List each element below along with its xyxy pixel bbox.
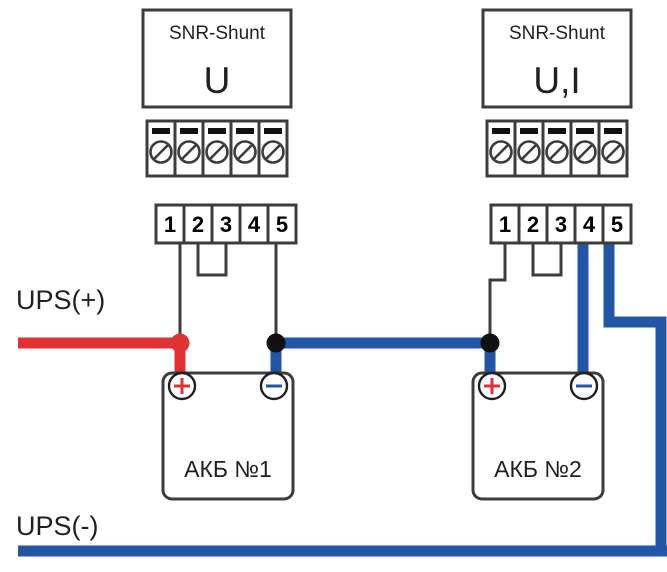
ups-positive-label: UPS(+) bbox=[16, 285, 105, 315]
battery-2-plus-terminal[interactable] bbox=[477, 371, 507, 401]
ups-positive-wire bbox=[18, 337, 186, 378]
junction-dot-ups-positive bbox=[170, 333, 190, 353]
battery-2-label: АКБ №2 bbox=[494, 456, 582, 482]
shunt-right-mode: U,I bbox=[533, 60, 580, 101]
shunt-left-mode: U bbox=[204, 60, 231, 101]
screw-head-icon[interactable] bbox=[601, 140, 625, 164]
shunt-right-terminal-2: 2 bbox=[527, 212, 539, 237]
screw-dash bbox=[208, 128, 226, 134]
screw-head-icon[interactable] bbox=[205, 140, 229, 164]
screw-dash bbox=[492, 128, 510, 134]
shunt-right-terminal5-wire bbox=[603, 243, 667, 551]
screw-head-icon[interactable] bbox=[233, 140, 257, 164]
shunt-right-terminal-3: 3 bbox=[555, 212, 567, 237]
screw-dash bbox=[180, 128, 198, 134]
battery-series-link-wire bbox=[270, 337, 496, 378]
shunt-right[interactable]: SNR-Shunt U,I bbox=[481, 8, 633, 109]
battery-2-minus-terminal[interactable] bbox=[569, 371, 599, 401]
screw-head-icon[interactable] bbox=[149, 140, 173, 164]
battery-2[interactable]: АКБ №2 bbox=[471, 371, 605, 501]
shunt-left[interactable]: SNR-Shunt U bbox=[141, 8, 293, 109]
screw-dash bbox=[576, 128, 594, 134]
battery-2-body bbox=[471, 371, 605, 501]
screw-head-icon[interactable] bbox=[489, 140, 513, 164]
screw-head-icon[interactable] bbox=[261, 140, 285, 164]
shunt-right-terminal1-signal-wire bbox=[488, 243, 507, 343]
screw-dash bbox=[604, 128, 622, 134]
shunt-right-terminal-4: 4 bbox=[583, 212, 596, 237]
battery-1-minus-terminal[interactable] bbox=[259, 371, 289, 401]
shunt-right-terminal-5: 5 bbox=[611, 212, 623, 237]
screw-head-icon[interactable] bbox=[177, 140, 201, 164]
screw-head-icon[interactable] bbox=[517, 140, 541, 164]
screw-dash bbox=[264, 128, 282, 134]
battery-1-label: АКБ №1 bbox=[184, 456, 272, 482]
shunt-right-screw-strip[interactable] bbox=[485, 119, 629, 178]
shunt-left-terminal-4: 4 bbox=[248, 212, 261, 237]
screw-dash bbox=[236, 128, 254, 134]
screw-dash bbox=[152, 128, 170, 134]
screw-dash bbox=[548, 128, 566, 134]
battery-1-body bbox=[161, 371, 295, 501]
shunt-right-terminal-1: 1 bbox=[499, 212, 511, 237]
battery-1[interactable]: АКБ №1 bbox=[161, 371, 295, 501]
shunt-left-screw-strip[interactable] bbox=[145, 119, 289, 178]
ups-negative-label: UPS(-) bbox=[16, 511, 99, 541]
junction-dot-battery1-minus bbox=[266, 333, 286, 353]
shunt-right-body bbox=[481, 8, 633, 109]
shunt-right-terminal-block[interactable]: 1 2 3 4 5 bbox=[489, 203, 633, 245]
shunt-left-terminal-2: 2 bbox=[192, 212, 204, 237]
screw-dash bbox=[520, 128, 538, 134]
battery-1-plus-terminal[interactable] bbox=[167, 371, 197, 401]
shunt-left-body bbox=[141, 8, 293, 109]
screw-head-icon[interactable] bbox=[545, 140, 569, 164]
shunt-right-jumper-2-3 bbox=[531, 243, 563, 277]
shunt-left-terminal-1: 1 bbox=[164, 212, 176, 237]
shunt-left-title: SNR-Shunt bbox=[169, 23, 266, 44]
shunt-right-title: SNR-Shunt bbox=[509, 23, 606, 44]
junction-dot-battery2-plus bbox=[480, 333, 500, 353]
shunt-left-terminal-3: 3 bbox=[220, 212, 232, 237]
screw-head-icon[interactable] bbox=[573, 140, 597, 164]
shunt-left-terminal-5: 5 bbox=[276, 212, 288, 237]
shunt-left-terminal-block[interactable]: 1 2 3 4 5 bbox=[154, 203, 298, 245]
shunt-left-jumper-2-3 bbox=[196, 243, 228, 277]
